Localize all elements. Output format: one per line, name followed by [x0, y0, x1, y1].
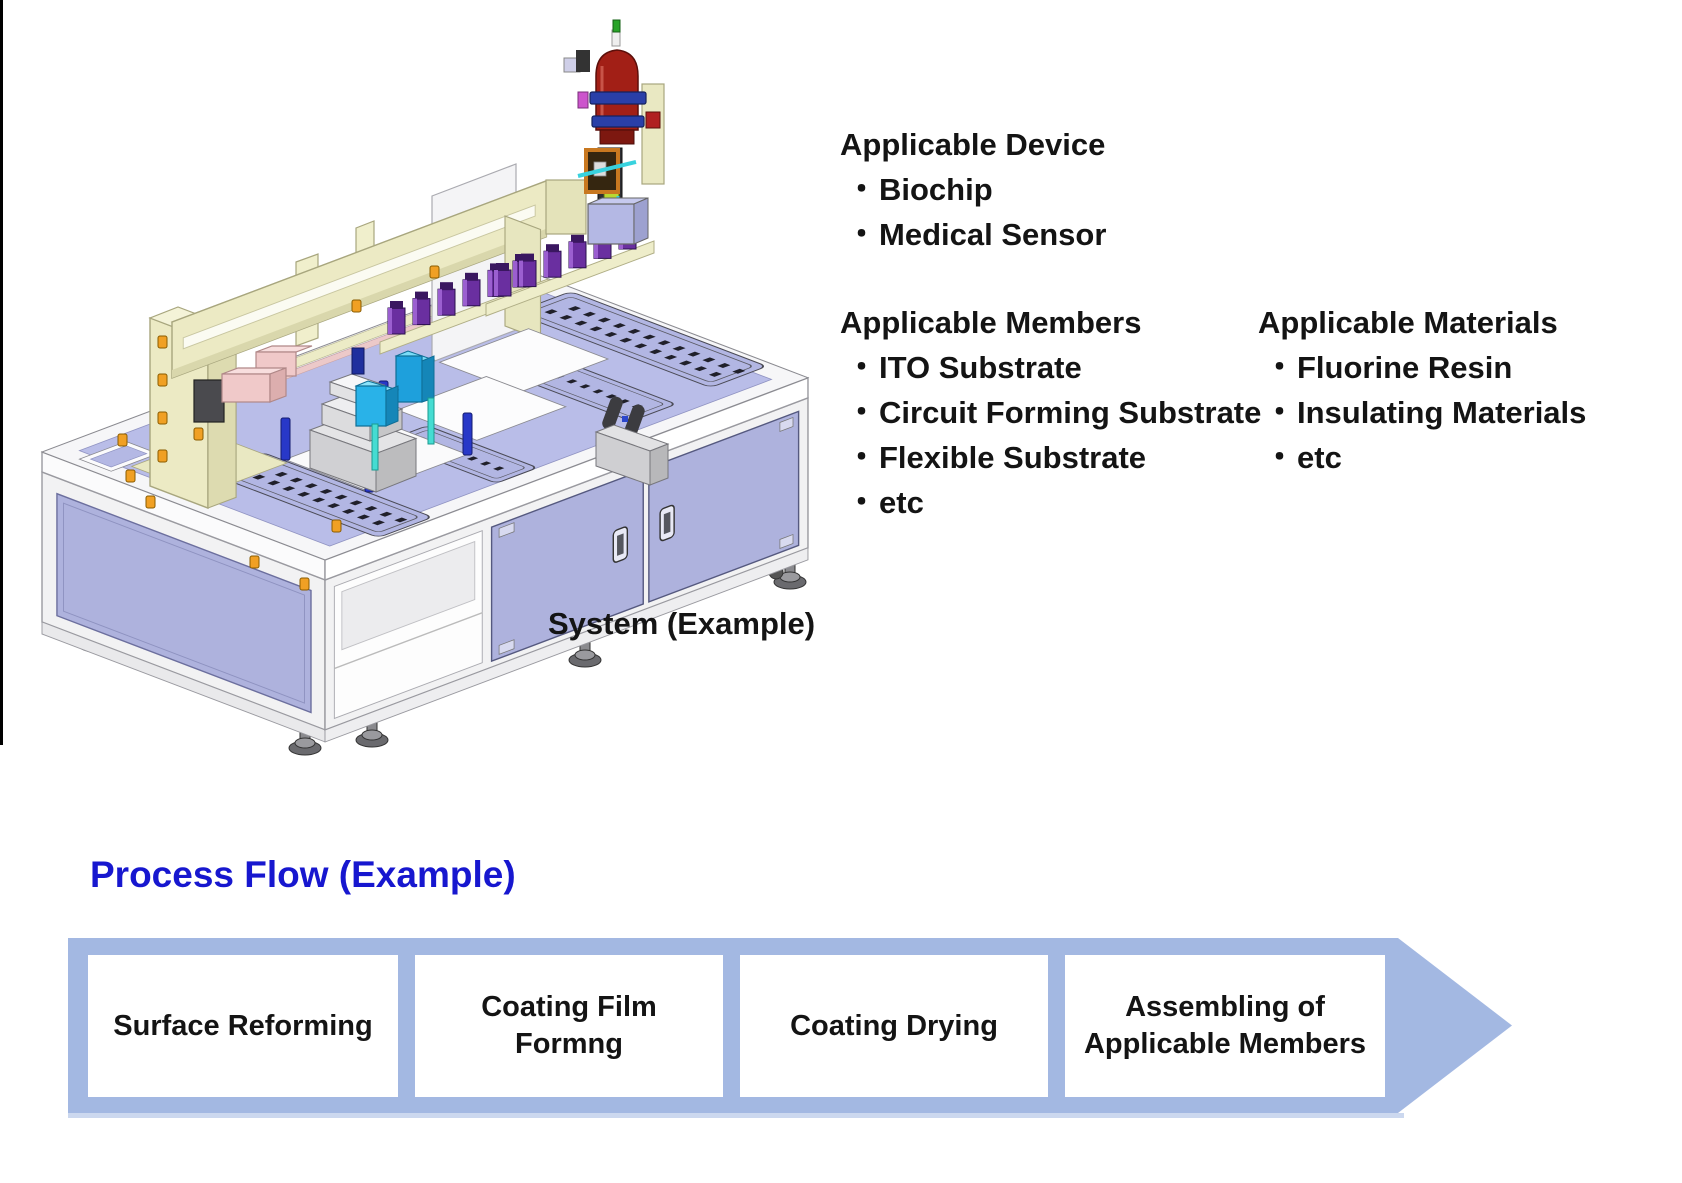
process-step-assembling: Assembling of Applicable Members: [1065, 955, 1385, 1097]
bench-door-face: [324, 396, 809, 743]
blue-ring-icon: [591, 115, 645, 128]
beam-end-plate: [545, 179, 587, 235]
section-list: ・ITO Substrate ・Circuit Forming Substrat…: [840, 345, 1261, 525]
pink-unit: [193, 345, 313, 423]
bullet-icon: ・: [846, 217, 877, 252]
bullet-icon: ・: [1264, 350, 1295, 385]
cabinet-door-right: [648, 410, 800, 603]
list-item: ・Circuit Forming Substrate: [840, 390, 1261, 435]
page-edge-line: [0, 0, 3, 745]
fixture-plate: [517, 292, 765, 387]
bullet-icon: ・: [1264, 440, 1295, 475]
process-step-coating-drying: Coating Drying: [740, 955, 1048, 1097]
bullet-icon: ・: [846, 485, 877, 520]
teal-post-icon: [371, 423, 379, 471]
machine-illustration: [0, 0, 810, 756]
list-item: ・Biochip: [840, 167, 1106, 212]
process-step-surface-reforming: Surface Reforming: [88, 955, 398, 1097]
arrow-bottom-edge: [68, 1113, 1404, 1118]
dispenser-cylinder-icon: [595, 49, 639, 131]
bullet-icon: ・: [1264, 395, 1295, 430]
tool-station: [594, 396, 670, 486]
cyan-unit: [351, 347, 436, 471]
list-item: ・ITO Substrate: [840, 345, 1261, 390]
section-title: Applicable Materials: [1258, 305, 1558, 340]
section-applicable-materials: Applicable Materials ・Fluorine Resin ・In…: [1258, 300, 1586, 480]
cabinet-door-left: [490, 468, 644, 663]
green-cap-icon: [612, 19, 621, 33]
bench-left-face: [41, 470, 326, 743]
section-list: ・Fluorine Resin ・Insulating Materials ・e…: [1258, 345, 1586, 480]
bullet-icon: ・: [846, 440, 877, 475]
section-title: Applicable Members: [840, 305, 1142, 340]
teal-post-icon: [427, 397, 435, 445]
bullet-icon: ・: [846, 172, 877, 207]
clamp-row: [485, 215, 655, 317]
list-item: ・etc: [840, 480, 1261, 525]
machine-caption: System (Example): [548, 606, 816, 641]
process-flow-title: Process Flow (Example): [90, 854, 516, 895]
list-item: ・etc: [1258, 435, 1586, 480]
section-list: ・Biochip ・Medical Sensor: [840, 167, 1106, 257]
process-step-coating-film-forming: Coating Film Formng: [415, 955, 723, 1097]
section-title: Applicable Device: [840, 127, 1106, 162]
list-item: ・Insulating Materials: [1258, 390, 1586, 435]
list-item: ・Medical Sensor: [840, 212, 1106, 257]
bullet-icon: ・: [846, 350, 877, 385]
list-item: ・Fluorine Resin: [1258, 345, 1586, 390]
substrate-tray: [396, 328, 610, 441]
dispense-head: [563, 19, 665, 245]
section-applicable-device: Applicable Device ・Biochip ・Medical Sens…: [840, 122, 1106, 257]
section-applicable-members: Applicable Members ・ITO Substrate ・Circu…: [840, 300, 1261, 525]
bullet-icon: ・: [846, 395, 877, 430]
blue-ring-icon: [589, 91, 647, 105]
list-item: ・Flexible Substrate: [840, 435, 1261, 480]
orange-knob-icon: [117, 265, 440, 591]
